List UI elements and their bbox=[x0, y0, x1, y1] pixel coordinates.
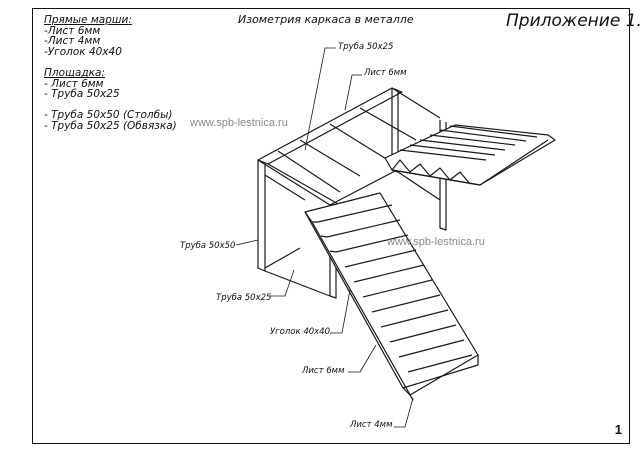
support-posts bbox=[257, 88, 447, 299]
callout-pipe-left: Труба 50х50 bbox=[180, 241, 236, 251]
spec-item: - Труба 50х25 (Обвязка) bbox=[44, 119, 177, 132]
spec-item: - Лист 6мм bbox=[44, 77, 104, 90]
spec-item: -Лист 4мм bbox=[44, 35, 101, 48]
upper-flight bbox=[384, 124, 556, 186]
drawing-title: Изометрия каркаса в металле bbox=[238, 13, 414, 26]
watermark: www.spb-lestnica.ru bbox=[190, 117, 288, 129]
appendix-label: Приложение 1. bbox=[506, 11, 640, 31]
watermark: www.spb-lestnica.ru bbox=[387, 236, 485, 248]
callout-sheet-4: Лист 4мм bbox=[350, 420, 393, 430]
callout-sheet-6: Лист 6мм bbox=[302, 366, 345, 376]
callout-sheet-top: Лист 6мм bbox=[364, 68, 407, 78]
material-spec: Прямые марши: -Лист 6мм -Лист 4мм -Уголо… bbox=[44, 15, 177, 132]
landing-heading: Площадка: bbox=[44, 66, 105, 79]
lower-flight bbox=[304, 192, 479, 401]
page-number: 1 bbox=[614, 422, 622, 437]
straight-flights-heading: Прямые марши: bbox=[44, 14, 132, 26]
callout-pipe-top: Труба 50х25 bbox=[338, 42, 394, 52]
spec-item: -Уголок 40х40 bbox=[44, 45, 122, 58]
callout-pipe-bottom: Труба 50х25 bbox=[216, 293, 272, 303]
spec-item: -Лист 6мм bbox=[44, 24, 101, 37]
spec-item: - Труба 50х25 bbox=[44, 88, 120, 101]
callout-leaders bbox=[235, 47, 414, 428]
spec-item: - Труба 50х50 (Столбы) bbox=[44, 109, 173, 122]
drawing-frame bbox=[32, 8, 630, 444]
callout-angle: Уголок 40х40 bbox=[270, 327, 330, 337]
